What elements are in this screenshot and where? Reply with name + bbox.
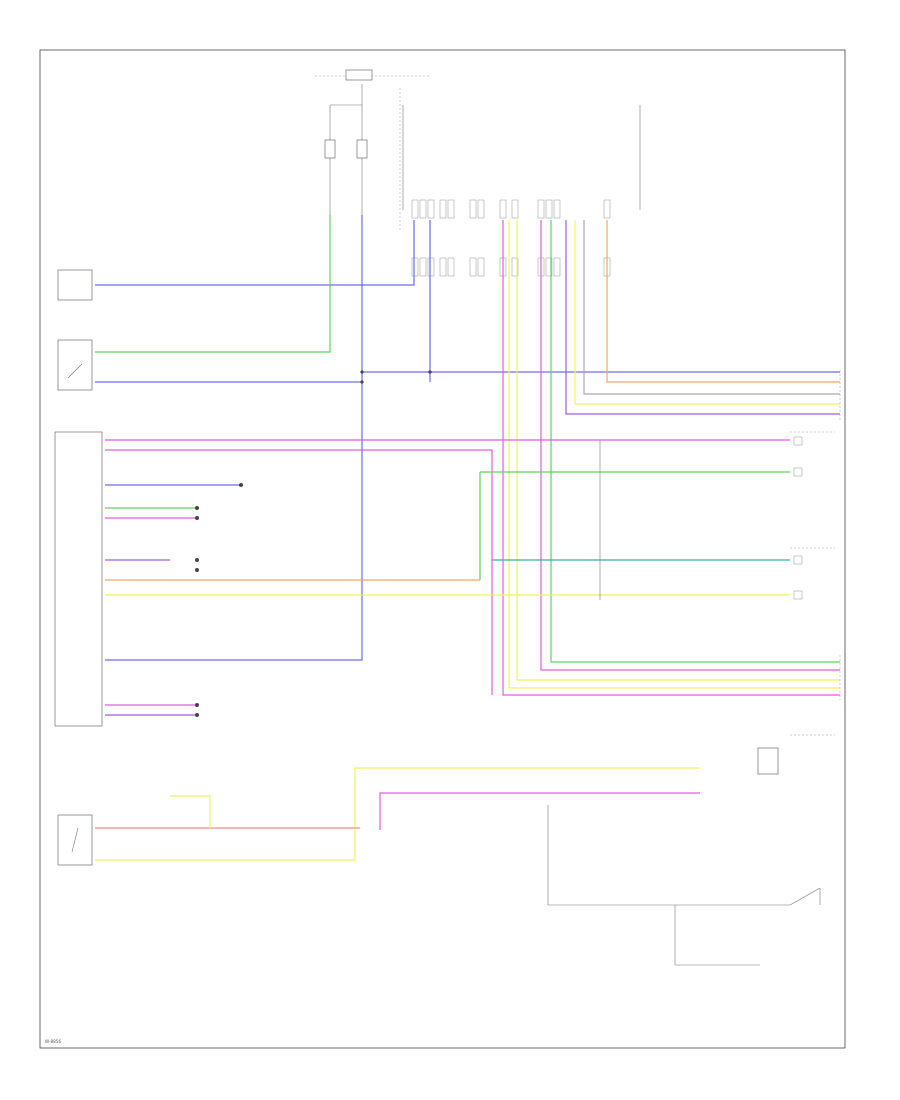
wire-yellow-long [516,220,840,681]
instrument-cluster [54,431,103,727]
module-connector-top [399,88,641,230]
wire-gray-right [583,220,840,395]
wire-yellow-right [574,220,840,405]
wire-green-switch [95,215,331,353]
wire-orange-right [606,220,840,383]
switch-box [57,339,93,391]
connector-dots [195,370,432,717]
diagram-frame [39,49,846,1049]
wire-magenta-bottom [379,792,700,830]
wire-magenta-long2 [502,220,840,696]
wire-purple-right [565,220,840,415]
top-connector-pins [411,199,611,277]
wire-blue-switch [95,215,363,383]
right-connectors [757,370,841,775]
black-lines [547,440,821,966]
footer-code: W-8856 [45,1039,61,1044]
wire-yellow-bottom2 [170,795,211,828]
wire-magenta-long [540,220,840,671]
wire-yellow-bottom [95,767,700,861]
sensor-box [57,269,93,301]
wires [95,215,840,861]
wire-blue-vert-362 [105,382,363,661]
wire-green-long [550,220,840,663]
fuse-panel-top [315,69,430,215]
wire-blue-top [95,220,415,286]
wire-yellow-long2 [508,220,840,689]
wire-magenta-cluster2 [105,449,493,695]
